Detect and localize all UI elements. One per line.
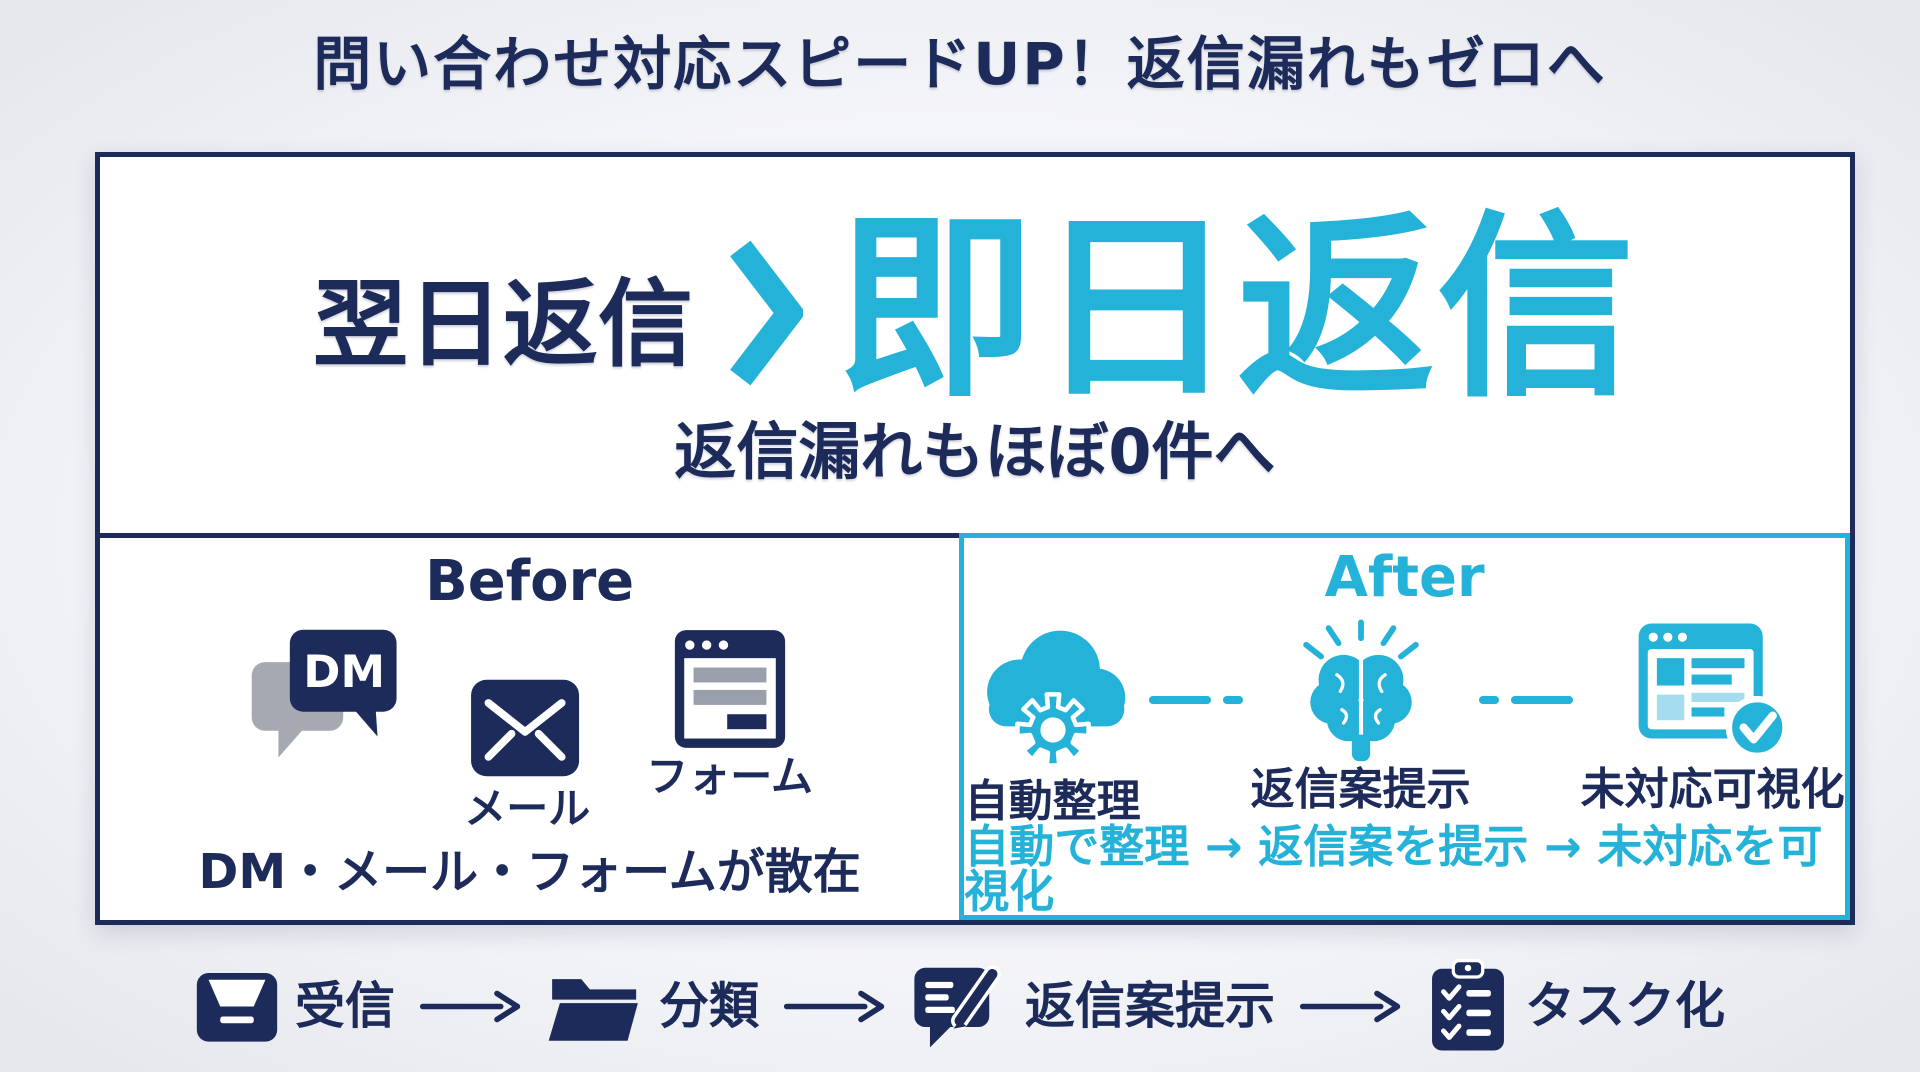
- flow-arrow-icon: [1299, 990, 1401, 1022]
- connector-dash: [1222, 696, 1243, 704]
- process-flow: 受信 分類: [0, 946, 1920, 1066]
- before-term: 翌日返信: [312, 270, 693, 381]
- flow-arrow-icon: [419, 990, 521, 1022]
- page-title: 問い合わせ対応スピードUP！返信漏れもゼロへ: [313, 30, 1607, 98]
- comparison-section: 翌日返信 即日返信 返信漏れもほぼ0件へ: [100, 157, 1850, 533]
- channel-form: フォーム: [646, 628, 813, 798]
- brain-idea-icon: [1302, 619, 1419, 762]
- cloud-gear-icon: [986, 630, 1125, 768]
- flow-label-classify: 分類: [659, 977, 759, 1035]
- after-panel: After: [959, 533, 1850, 920]
- comparison-subtitle: 返信漏れもほぼ0件へ: [674, 414, 1276, 488]
- connector-right: [1471, 696, 1581, 704]
- after-term: 即日返信: [837, 192, 1637, 424]
- folder-icon: [548, 978, 638, 1041]
- feature-label-reply-draft: 返信案提示: [1250, 764, 1471, 815]
- flow-arrow-icon: [783, 990, 885, 1022]
- before-after-panels: Before DM: [100, 533, 1850, 920]
- reply-draft-icon: [914, 965, 1001, 1048]
- after-caption: 自動で整理 → 返信案を提示 → 未対応を可視化: [964, 820, 1823, 918]
- connector-dash: [1148, 696, 1211, 704]
- comparison-row: 翌日返信 即日返信: [312, 192, 1637, 424]
- flow-label-reply-draft: 返信案提示: [1025, 977, 1275, 1035]
- form-window-icon: [674, 630, 785, 748]
- feature-visualize: 未対応可視化: [1581, 618, 1845, 812]
- connector-dash: [1510, 696, 1573, 704]
- connector-dash: [1478, 696, 1499, 704]
- channel-mail: メール: [464, 674, 590, 830]
- flow-step-reply-draft: 返信案提示: [911, 960, 1275, 1052]
- connector-left: [1141, 696, 1251, 704]
- channel-dm: DM: [246, 624, 408, 767]
- before-caption: DM・メール・フォームが散在: [198, 844, 861, 900]
- browser-check-icon: [1638, 623, 1789, 759]
- chevron-right-icon: [730, 240, 803, 386]
- feature-label-visualize: 未対応可視化: [1580, 764, 1845, 815]
- inbox-icon: [196, 972, 278, 1042]
- after-features: 自動整理: [965, 618, 1845, 824]
- dm-badge-text: DM: [304, 645, 386, 698]
- clipboard-check-icon: [1432, 959, 1504, 1051]
- dm-chat-icon: DM: [251, 629, 397, 758]
- flow-step-task: タスク化: [1427, 959, 1725, 1053]
- before-channels: DM メール: [246, 624, 813, 830]
- feature-label-auto-sort: 自動整理: [964, 776, 1141, 827]
- flow-label-task: タスク化: [1525, 977, 1725, 1035]
- flow-label-receive: 受信: [295, 977, 395, 1035]
- flow-step-receive: 受信: [195, 968, 395, 1045]
- before-header: Before: [425, 549, 635, 614]
- main-box: 翌日返信 即日返信 返信漏れもほぼ0件へ Before: [95, 152, 1855, 925]
- after-header: After: [1324, 545, 1485, 610]
- mail-envelope-icon: [471, 679, 580, 777]
- flow-step-classify: 分類: [547, 967, 759, 1046]
- feature-reply-draft: 返信案提示: [1251, 618, 1471, 812]
- before-panel: Before DM: [100, 533, 960, 920]
- form-label: フォーム: [646, 752, 813, 801]
- feature-auto-sort: 自動整理: [965, 618, 1141, 824]
- mail-label: メール: [464, 784, 591, 833]
